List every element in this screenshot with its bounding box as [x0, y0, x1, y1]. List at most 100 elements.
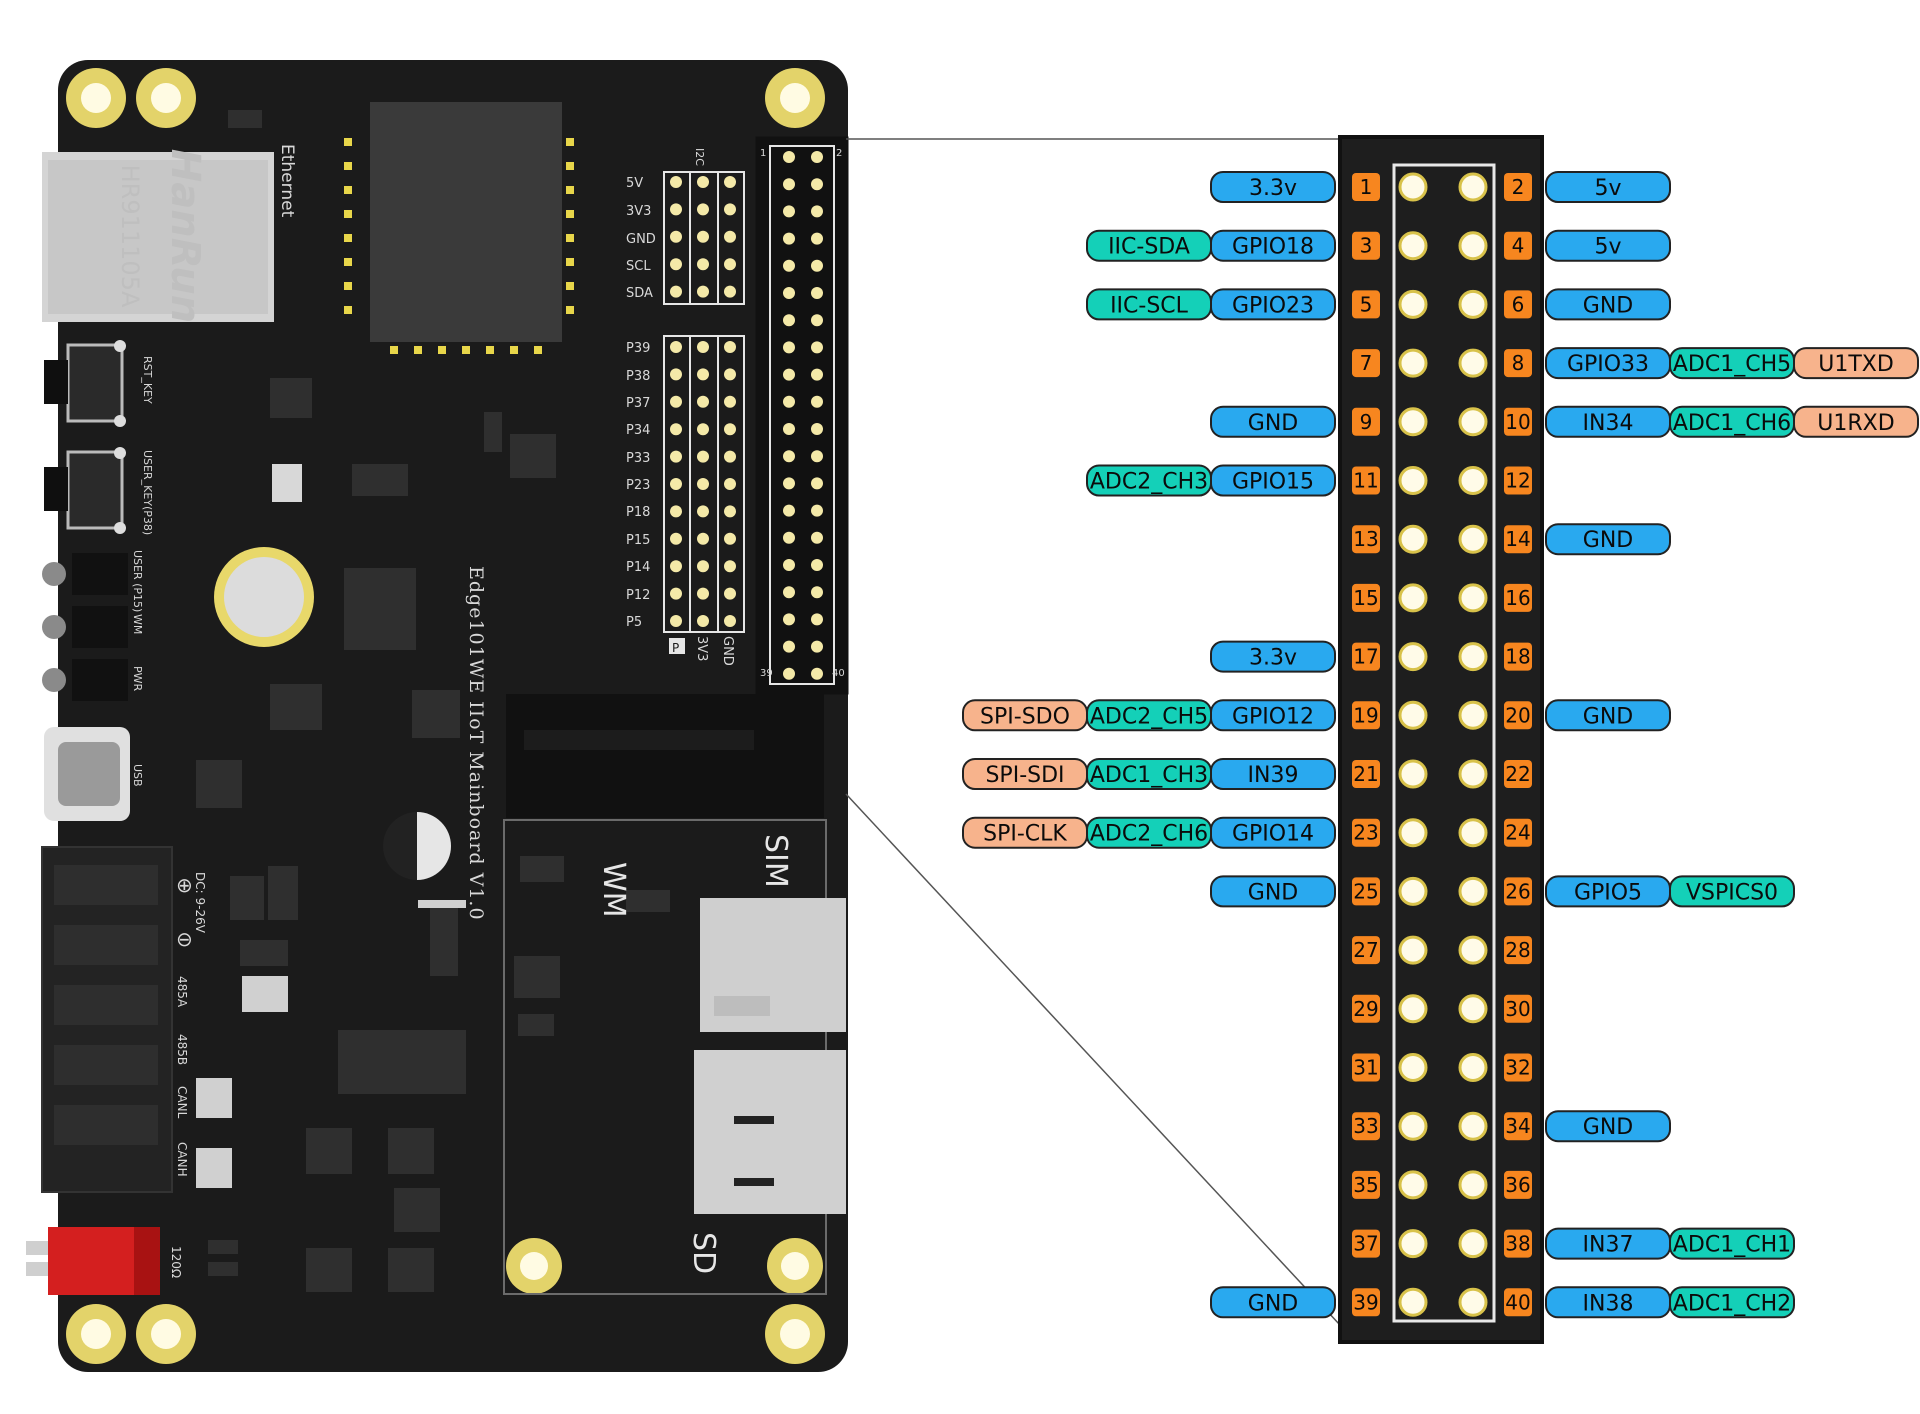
col-3v3-label: 3V3	[694, 636, 709, 661]
pin-4: 4 5v	[1458, 229, 1671, 262]
header-pin-hole	[1398, 1111, 1428, 1141]
header-pin-hole	[1398, 876, 1428, 906]
pin-number-badge	[1504, 701, 1532, 730]
board-pin-dot	[811, 586, 823, 599]
header-pin-hole	[1398, 935, 1428, 965]
pin-number: 8	[1512, 351, 1525, 375]
header-pin-hole	[1458, 1229, 1488, 1259]
header-pin-hole	[1458, 466, 1488, 495]
led-user-label: USER (P15)	[131, 550, 144, 612]
pin-number: 21	[1353, 762, 1378, 786]
header-pin-hole	[1458, 231, 1488, 261]
pin-number: 17	[1353, 645, 1378, 669]
pin-17: 173.3v	[1210, 640, 1428, 673]
board-pin-dot	[783, 667, 795, 680]
board-pin-dot	[811, 232, 823, 245]
board-pin-dot	[783, 504, 795, 517]
pin-label-text: GND	[1583, 1115, 1633, 1140]
pin-label-pill	[1545, 523, 1671, 556]
i2c-pin-dot	[724, 258, 736, 271]
pin-number: 15	[1353, 586, 1378, 610]
board-pin-dot	[783, 477, 795, 490]
board-pin-dot	[811, 531, 823, 544]
pin-label-text: 5v	[1594, 235, 1621, 260]
board-pin-dot	[783, 259, 795, 272]
pin-number-badge	[1352, 1229, 1380, 1258]
header-pin-hole	[1398, 642, 1428, 672]
header-pin-hole	[1398, 289, 1428, 319]
header-pin-hole	[1398, 407, 1428, 437]
pin-number: 7	[1360, 351, 1373, 375]
t-485b-label: 485B	[175, 1034, 189, 1065]
pin-number-badge	[1352, 1170, 1380, 1199]
p-pin-label: P18	[626, 505, 650, 520]
pin-number-badge	[1352, 1112, 1380, 1141]
header-pin-hole	[1458, 348, 1488, 378]
pin-label-text: GPIO33	[1567, 352, 1649, 377]
pin-number: 22	[1505, 762, 1530, 786]
i2c-pin-dot	[697, 176, 709, 188]
p-pin-dot	[670, 532, 682, 545]
header-pin-hole	[1398, 759, 1428, 789]
ethernet-label: Ethernet	[277, 144, 297, 218]
pin-number: 23	[1353, 821, 1378, 845]
pin-33: 33	[1352, 1111, 1428, 1141]
pin-28: 28	[1458, 935, 1532, 965]
p-pin-dot	[697, 423, 709, 436]
pin-number: 34	[1505, 1114, 1530, 1138]
pin-number-badge	[1504, 173, 1532, 201]
board-title: Edge101WE IIoT Mainboard V1.0	[465, 566, 487, 921]
pin-number: 32	[1505, 1056, 1530, 1080]
board-pin-dot	[811, 477, 823, 490]
pin-label-text: IN34	[1583, 411, 1634, 436]
pin-label-text: GND	[1248, 411, 1298, 436]
i2c-pin-dot	[697, 203, 709, 216]
pin-number-badge	[1504, 760, 1532, 788]
dc-minus-symbol: ⊖	[176, 927, 193, 951]
main-module	[344, 102, 574, 354]
col-gnd-label: GND	[720, 636, 735, 666]
board-pin-dot	[811, 423, 823, 435]
board-pin-dot	[783, 423, 795, 435]
board-pin-dot	[811, 504, 823, 517]
pin-number: 5	[1360, 292, 1373, 316]
m2-slot	[506, 694, 824, 818]
rj45-brand: HanRun	[162, 149, 208, 324]
header-pin-hole	[1398, 231, 1428, 261]
t-485a-label: 485A	[175, 976, 189, 1008]
pin-number-badge	[1352, 877, 1380, 906]
pin-number: 4	[1512, 234, 1525, 258]
p-pin-label: P33	[626, 451, 650, 466]
pin-number: 29	[1353, 997, 1378, 1021]
i2c-pin-dot	[724, 230, 736, 243]
header-pin-hole	[1458, 759, 1488, 789]
pin-label-text: GND	[1248, 880, 1298, 905]
pin-number-badge	[1504, 525, 1532, 554]
board-pin-dot	[783, 531, 795, 544]
i2c-pin-label: SDA	[626, 286, 653, 301]
pin-number-badge	[1504, 290, 1532, 319]
pin-number-badge	[1352, 173, 1380, 201]
pin-label-text: GPIO14	[1232, 822, 1314, 847]
pin-7: 7	[1352, 348, 1428, 378]
board-pin-dot	[811, 205, 823, 218]
pin-label-text: GPIO12	[1232, 704, 1314, 729]
board-pin-dot	[811, 667, 823, 680]
p-pin-dot	[697, 587, 709, 600]
terminal-labels: ⊕ DC: 9-26V ⊖ 485A 485B CANL CANH	[175, 872, 207, 1177]
p-pin-dot	[670, 587, 682, 600]
board-pin-dot	[783, 368, 795, 381]
zoom-guides	[845, 138, 1341, 1326]
pin-number: 6	[1512, 292, 1525, 316]
header-shroud	[1392, 163, 1496, 1323]
header-pin-hole	[1458, 700, 1488, 730]
pin-label-pill	[1545, 288, 1671, 321]
pin-37: 37	[1352, 1229, 1428, 1259]
